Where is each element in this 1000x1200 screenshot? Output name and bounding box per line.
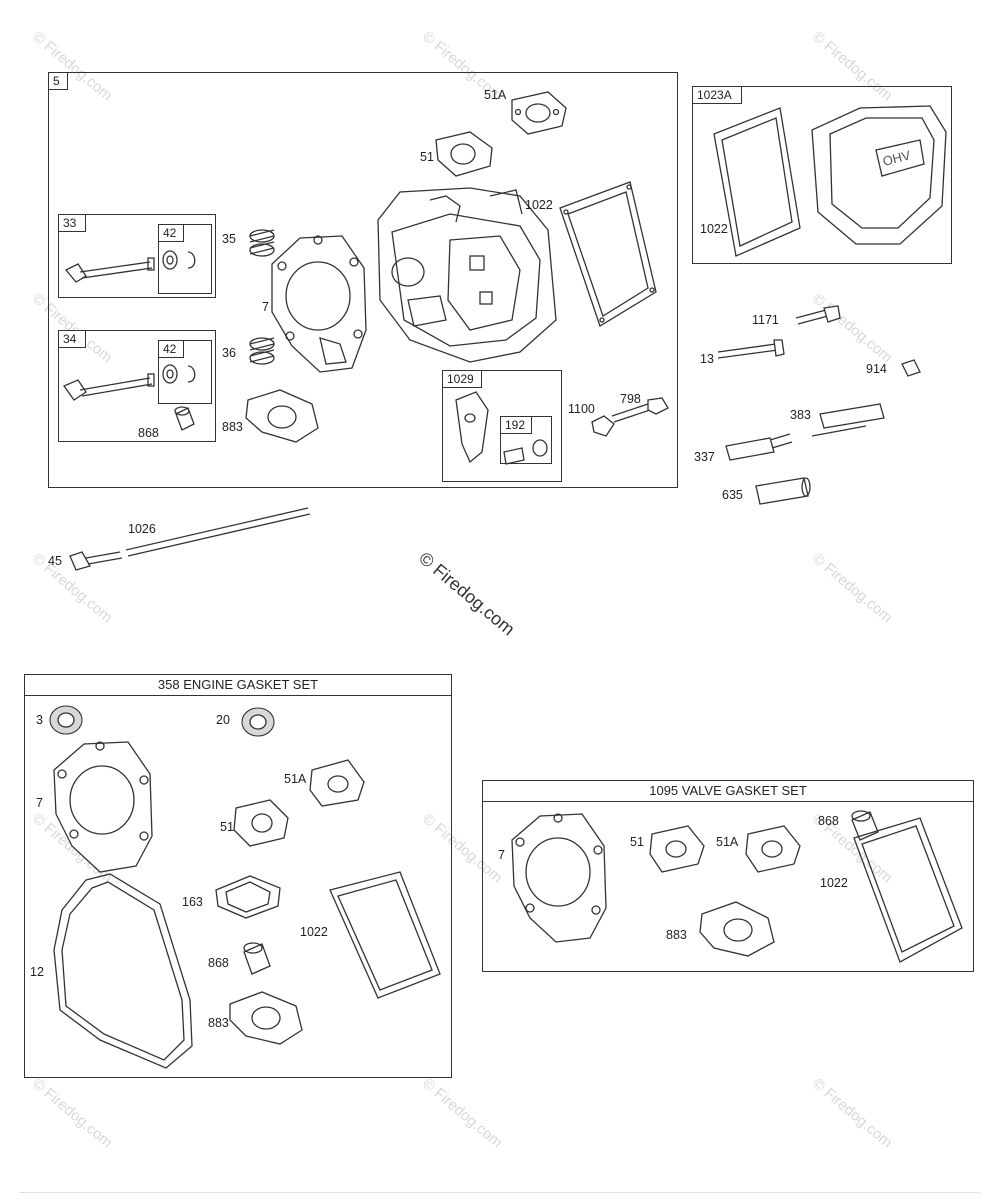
valve-spring-drawing	[249, 337, 275, 365]
callout-45: 45	[48, 554, 62, 568]
exhaust-retainer-box	[158, 340, 212, 404]
callout-set-3: 3	[36, 713, 43, 727]
breather-tube-1171-drawing	[795, 309, 829, 325]
callout-set-51: 51	[220, 820, 234, 834]
callout-vset-51a: 51A	[716, 835, 739, 849]
callout-set-12: 12	[30, 965, 44, 979]
valve-seal-drawing	[174, 406, 195, 431]
head-gasket-drawing	[271, 235, 367, 373]
assembly-tag-rocker-ball: 192	[500, 416, 532, 434]
assembly-tag-intake-retainer: 42	[158, 224, 184, 242]
valve-gasket-set-box: 1095 VALVE GASKET SET	[482, 780, 974, 972]
exhaust-valve-box	[58, 330, 216, 442]
callout-383: 383	[790, 408, 811, 422]
callout-vset-868: 868	[818, 814, 839, 828]
callout-set-868: 868	[208, 956, 229, 970]
callout-868: 868	[138, 426, 159, 440]
engine-gasket-set-box: 358 ENGINE GASKET SET	[24, 674, 452, 1078]
exhaust-valve-drawing	[63, 373, 155, 401]
cover-gasket-drawing	[713, 107, 801, 257]
callout-vset-7: 7	[498, 848, 505, 862]
callout-cover-1022: 1022	[700, 222, 728, 236]
callout-vset-883: 883	[666, 928, 687, 942]
valve-cover-gasket-set-drawing	[329, 871, 441, 999]
assembly-tag-intake-valve: 33	[58, 214, 86, 232]
spark-plug-drawing	[725, 437, 775, 461]
assembly-tag-exhaust-retainer: 42	[158, 340, 184, 358]
callout-vset-1022: 1022	[820, 876, 848, 890]
assembly-tag-cover: 1023A	[692, 86, 742, 104]
intake-valve-drawing	[64, 257, 155, 283]
callout-635: 635	[722, 488, 743, 502]
push-rod-drawing	[125, 507, 311, 557]
rocker-cover-gasket-drawing	[559, 181, 657, 327]
assembly-tag-main: 5	[48, 72, 68, 90]
oil-seal-3-drawing	[49, 705, 83, 735]
cylinder-head-drawing	[377, 187, 557, 363]
crankcase-gasket-drawing	[53, 873, 193, 1069]
head-gasket-valve-set-drawing	[511, 813, 607, 943]
head-bolt-drawing	[717, 343, 779, 359]
callout-35: 35	[222, 232, 236, 246]
callout-1026: 1026	[128, 522, 156, 536]
rocker-cover-drawing: OHV	[811, 105, 947, 245]
exhaust-gasket-drawing	[245, 389, 319, 443]
callout-1022: 1022	[525, 198, 553, 212]
callout-337: 337	[694, 450, 715, 464]
callout-set-51a: 51A	[284, 772, 307, 786]
assembly-tag-rocker: 1029	[442, 370, 482, 388]
main-assembly-box	[48, 72, 678, 488]
footer-strip	[20, 1192, 980, 1196]
callout-set-20: 20	[216, 713, 230, 727]
callout-7: 7	[262, 300, 269, 314]
breather-gasket-drawing	[215, 875, 281, 919]
callout-13: 13	[700, 352, 714, 366]
ignition-armature-drawing	[819, 403, 885, 429]
callout-36: 36	[222, 346, 236, 360]
callout-1100: 1100	[568, 402, 595, 416]
callout-vset-51: 51	[630, 835, 644, 849]
plug-boot-drawing	[755, 477, 809, 505]
callout-1171: 1171	[752, 313, 779, 327]
callout-51: 51	[420, 150, 434, 164]
tappet-drawing	[69, 551, 91, 571]
rocker-arm-drawing	[455, 391, 489, 464]
svg-text:OHV: OHV	[881, 147, 912, 168]
engine-gasket-set-title: 358 ENGINE GASKET SET	[25, 675, 451, 696]
callout-set-883: 883	[208, 1016, 229, 1030]
callout-51a: 51A	[484, 88, 507, 102]
rocker-arm-box	[442, 370, 562, 482]
valve-spring-drawing	[249, 229, 275, 257]
intake-gasket-51a-drawing	[511, 91, 567, 135]
intake-gasket-51-drawing	[435, 131, 493, 177]
callout-883: 883	[222, 420, 243, 434]
valve-gasket-set-title: 1095 VALVE GASKET SET	[483, 781, 973, 802]
intake-valve-box	[58, 214, 216, 298]
callout-914: 914	[866, 362, 887, 376]
callout-set-1022: 1022	[300, 925, 328, 939]
head-gasket-set-drawing	[53, 741, 153, 873]
assembly-tag-exhaust-valve: 34	[58, 330, 86, 348]
intake-retainer-box	[158, 224, 212, 294]
callout-set-7: 7	[36, 796, 43, 810]
rocker-cover-box	[692, 86, 952, 264]
oil-seal-20-drawing	[241, 707, 275, 737]
callout-set-163: 163	[182, 895, 203, 909]
callout-798: 798	[620, 392, 641, 406]
